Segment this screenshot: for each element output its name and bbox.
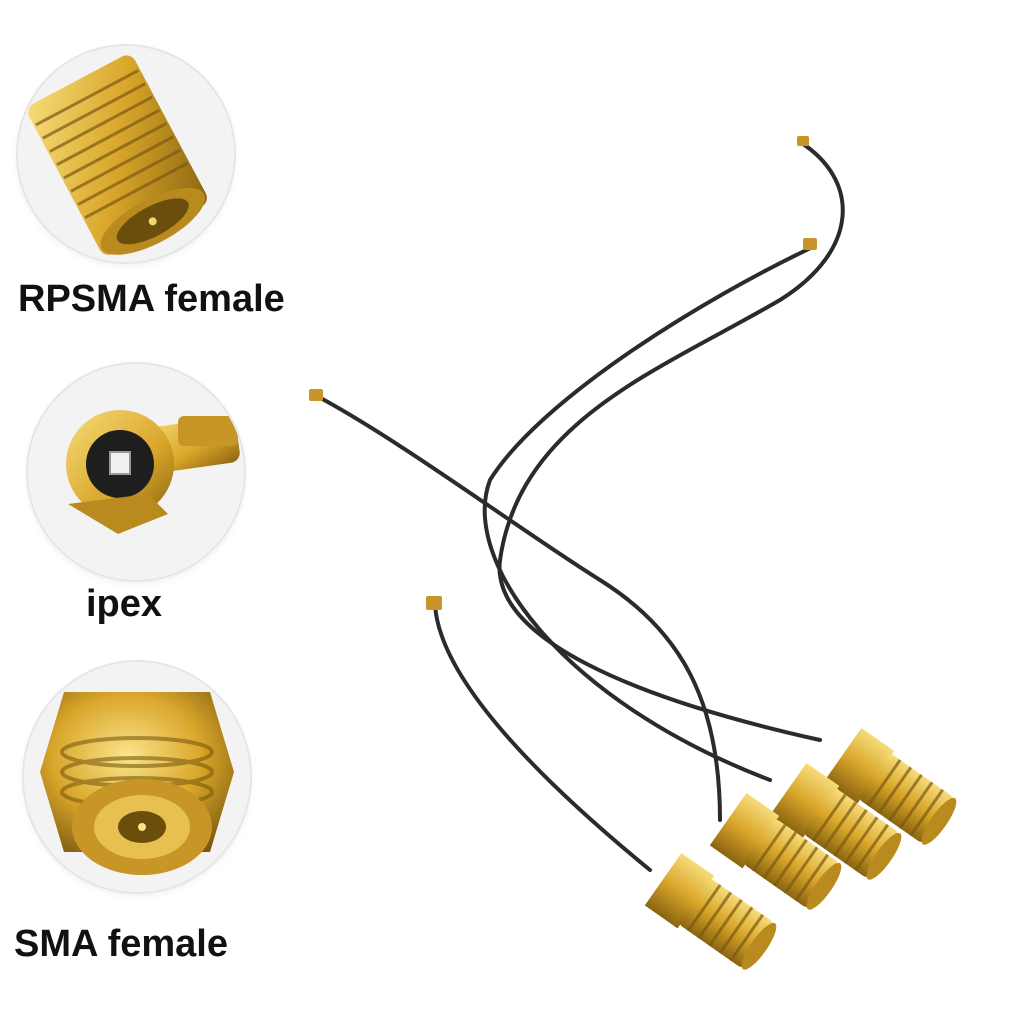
sma-female-photo <box>24 662 250 892</box>
sma-female-label: SMA female <box>14 923 228 965</box>
sma-connector-2 <box>769 762 902 880</box>
sma-connector-4 <box>644 852 777 970</box>
ipex-connector-icon <box>28 364 244 580</box>
ipex-photo <box>28 364 244 580</box>
ipex-tip-4 <box>426 596 442 610</box>
rpsma-female-label: RPSMA female <box>18 278 285 320</box>
cable-4 <box>433 603 652 872</box>
cable-3 <box>313 393 722 822</box>
sma-connector-3 <box>709 792 842 910</box>
ipex-tip-2 <box>803 238 817 250</box>
cable-2 <box>482 244 817 782</box>
ipex-tip-3 <box>309 389 323 401</box>
rpsma-female-photo <box>18 46 234 262</box>
sma-female-connector-icon <box>24 662 250 892</box>
ipex-tip-1 <box>797 136 809 146</box>
ipex-label: ipex <box>86 583 163 625</box>
rpsma-female-connector-icon <box>18 46 234 262</box>
sma-connector-1 <box>824 727 957 845</box>
cable-1 <box>497 140 845 742</box>
